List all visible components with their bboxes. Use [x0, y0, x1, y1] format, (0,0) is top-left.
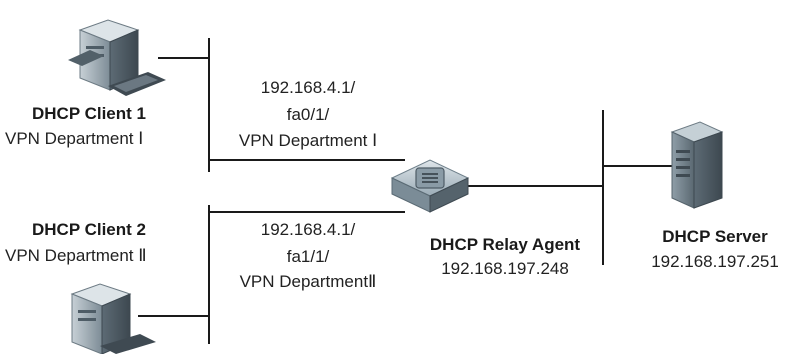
link2-ip: 192.168.4.1/: [260, 220, 356, 239]
tower-server-icon: [670, 121, 724, 209]
server-name: DHCP Server: [662, 227, 768, 246]
desktop-computer-icon: [68, 19, 166, 96]
link1-department: VPN Department Ⅰ: [238, 131, 378, 150]
client1-name: DHCP Client 1: [32, 104, 146, 123]
network-links: [138, 38, 672, 344]
client2-name: DHCP Client 2: [32, 220, 146, 239]
client2-department: VPN Department Ⅱ: [5, 246, 147, 265]
link2-department: VPN DepartmentⅡ: [239, 272, 377, 291]
link2-interface: fa1/1/: [286, 247, 330, 266]
link1-ip: 192.168.4.1/: [260, 78, 356, 97]
relay-name: DHCP Relay Agent: [429, 235, 581, 254]
desktop-computer-icon: [70, 283, 156, 354]
client1-department: VPN Department Ⅰ: [5, 129, 144, 148]
link1-interface: fa0/1/: [286, 105, 330, 124]
server-ip: 192.168.197.251: [651, 252, 779, 271]
router-icon: [390, 159, 470, 213]
relay-ip: 192.168.197.248: [441, 259, 569, 278]
